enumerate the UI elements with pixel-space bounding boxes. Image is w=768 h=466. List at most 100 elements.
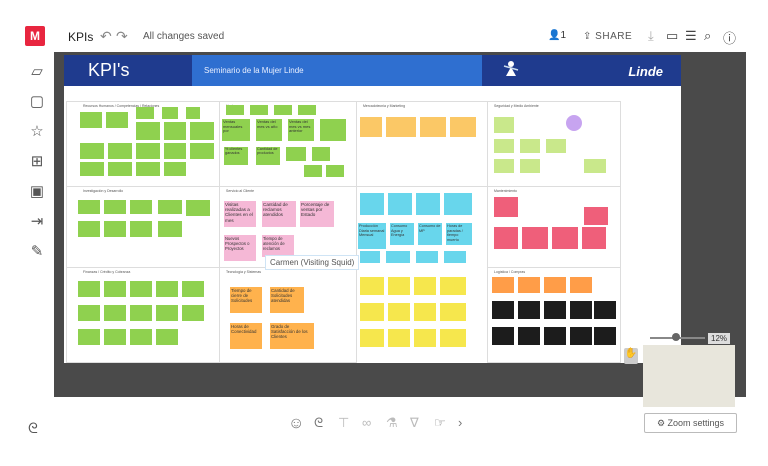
kpi-frame[interactable]: KPI's Seminario de la Mujer Linde Linde … (64, 55, 681, 363)
sticky-note[interactable] (594, 327, 616, 345)
sticky-note[interactable] (546, 139, 566, 153)
swirl-icon[interactable]: ∞ (362, 415, 372, 430)
sticky-note[interactable] (104, 281, 126, 297)
sticky-note[interactable] (552, 227, 578, 249)
sticky-note[interactable] (186, 107, 200, 119)
user-count[interactable]: 👤1 (548, 30, 567, 41)
grid-icon[interactable]: ⊞ (30, 153, 44, 170)
sticky-note[interactable] (544, 327, 566, 345)
sticky-note[interactable]: Tiempo de atención de reclamos (262, 235, 294, 257)
sticky-note[interactable]: Cantidad de productos (256, 147, 280, 165)
board-title[interactable]: KPIs (68, 30, 94, 44)
sticky-note[interactable] (584, 159, 606, 173)
sticky-note[interactable] (80, 143, 104, 159)
help-icon[interactable]: ⓘ (723, 31, 737, 46)
sticky-note[interactable] (78, 329, 100, 345)
sticky-note[interactable] (164, 143, 186, 159)
sticky-note[interactable]: Producción Diaria semanal Mensual (358, 223, 386, 249)
sticky-note[interactable] (388, 193, 412, 215)
sticky-note[interactable]: Ventas del mes vs año (256, 119, 282, 141)
sticky-note[interactable] (440, 277, 466, 295)
sticky-note[interactable] (136, 107, 154, 119)
sticky-note[interactable] (594, 301, 616, 319)
sticky-note[interactable] (414, 329, 436, 347)
sticky-note[interactable] (312, 147, 330, 161)
sticky-note[interactable] (360, 193, 384, 215)
list-icon[interactable]: ☰ (685, 28, 697, 43)
smiley-icon[interactable]: ☺ (288, 415, 305, 432)
sticky-note[interactable] (108, 143, 132, 159)
sticky-note[interactable] (494, 227, 518, 249)
candle-icon[interactable]: ⊤ (338, 415, 350, 430)
skin-icon[interactable]: ᘓ (314, 415, 324, 430)
hand-icon[interactable]: ☞ (434, 415, 446, 430)
sticky-note[interactable] (156, 305, 178, 321)
sticky-note[interactable] (108, 162, 132, 176)
download-icon[interactable]: ⤓ (648, 28, 654, 43)
sticky-note[interactable] (304, 165, 322, 177)
sticky-note[interactable] (130, 200, 152, 214)
sticky-note[interactable] (360, 251, 380, 263)
sticky-note[interactable] (78, 200, 100, 214)
zoom-settings-button[interactable]: ⚙ Zoom settings (644, 413, 737, 433)
upload-icon[interactable]: ⇥ (30, 213, 44, 230)
sticky-note[interactable] (544, 277, 566, 293)
sticky-note[interactable] (286, 147, 306, 161)
sticky-note[interactable]: Cantidad de Solicitudes atendidas (270, 287, 304, 313)
sticky-note[interactable] (106, 112, 128, 128)
sticky-note[interactable] (388, 277, 410, 295)
sticky-note[interactable] (388, 303, 410, 321)
sticky-note[interactable] (570, 301, 592, 319)
sticky-note[interactable]: Nuevos Prospectos o Proyectos (224, 235, 256, 261)
sticky-note[interactable] (250, 105, 268, 115)
sticky-note[interactable] (522, 227, 548, 249)
sticky-note[interactable] (360, 329, 384, 347)
sticky-note[interactable] (450, 117, 476, 137)
zoom-level[interactable]: 12% (708, 333, 731, 344)
sticky-note[interactable] (444, 193, 472, 215)
sticky-note[interactable] (80, 112, 102, 128)
sticky-note[interactable] (78, 281, 100, 297)
sticky-note[interactable]: Ventas del mes vs mes anterior (288, 119, 314, 141)
sticky-note[interactable] (104, 305, 126, 321)
pen-icon[interactable]: ✎ (30, 243, 44, 260)
sticky-note[interactable] (440, 329, 466, 347)
sticky-note[interactable] (444, 251, 466, 263)
sticky-note[interactable] (360, 303, 384, 321)
hand-tool-icon[interactable]: ✋ (624, 348, 638, 364)
sticky-note[interactable] (164, 122, 186, 140)
sticky-note[interactable] (360, 117, 382, 137)
sticky-note[interactable] (182, 281, 204, 297)
sticky-note[interactable] (78, 221, 100, 237)
sticky-note[interactable] (584, 207, 608, 225)
sticky-note[interactable] (130, 329, 152, 345)
board-canvas[interactable]: KPI's Seminario de la Mujer Linde Linde … (54, 52, 746, 397)
sticky-note[interactable] (360, 277, 384, 295)
sticky-note[interactable] (104, 221, 126, 237)
flask-icon[interactable]: ⚗ (386, 415, 398, 430)
sticky-note[interactable] (520, 139, 540, 153)
sticky-note[interactable] (320, 119, 346, 141)
sticky-note[interactable] (162, 107, 178, 119)
minimap[interactable] (643, 345, 735, 407)
sticky-note[interactable]: Porcentaje de ventas por Estado (300, 201, 334, 227)
sticky-note[interactable] (414, 277, 436, 295)
redo-icon[interactable]: ↷ (116, 28, 128, 44)
sticky-note[interactable] (182, 305, 204, 321)
sticky-note[interactable] (386, 251, 410, 263)
comment-icon[interactable]: ▢ (29, 93, 45, 110)
sticky-note[interactable] (274, 105, 292, 115)
sticky-note[interactable] (104, 200, 126, 214)
sticky-note[interactable] (388, 329, 410, 347)
sticky-note[interactable] (420, 117, 446, 137)
sticky-note[interactable] (494, 159, 514, 173)
sticky-note[interactable] (492, 301, 514, 319)
zoom-slider-handle[interactable] (672, 333, 680, 341)
sticky-note[interactable] (494, 117, 514, 133)
image-icon[interactable]: ▣ (29, 183, 45, 200)
sticky-note[interactable] (164, 162, 186, 176)
sticky-note[interactable] (156, 329, 178, 345)
sticky-note[interactable] (326, 165, 344, 177)
sticky-note[interactable]: % clientes ganados (224, 147, 248, 165)
sticky-note[interactable] (156, 281, 178, 297)
